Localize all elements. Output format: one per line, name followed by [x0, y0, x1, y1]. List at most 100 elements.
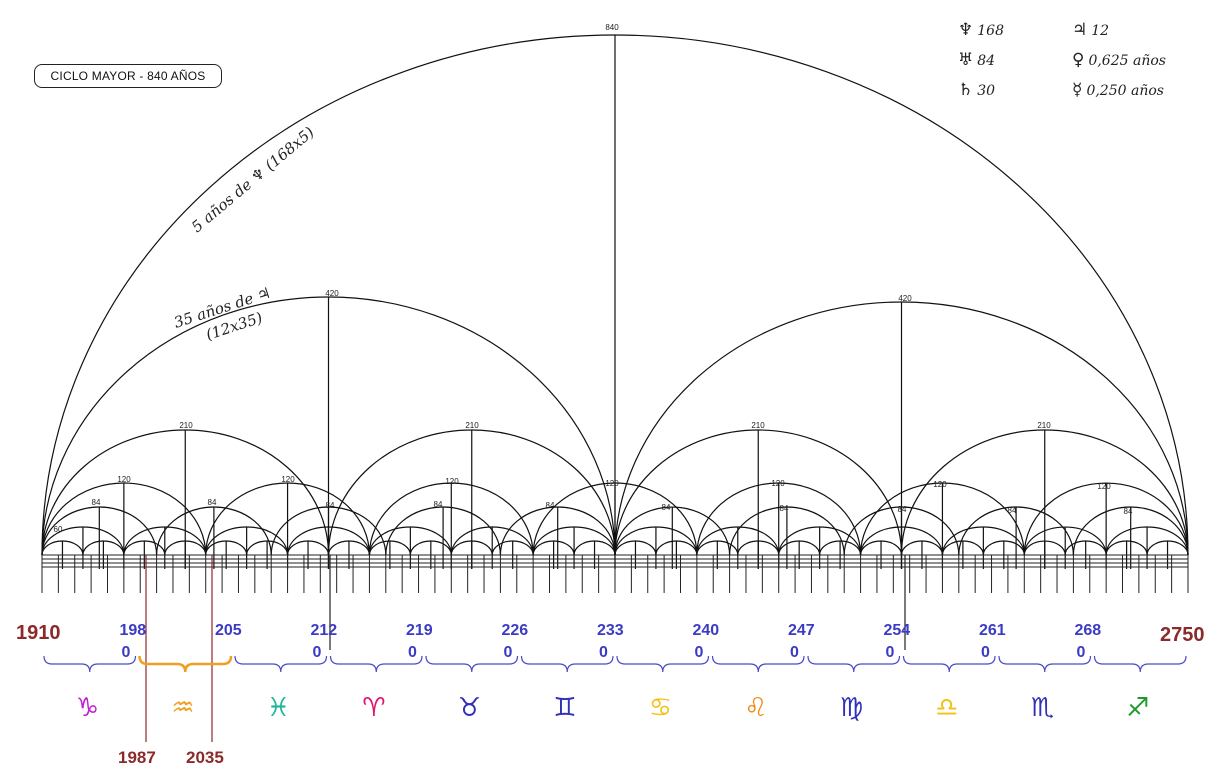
year-tick-bottom: 0 [790, 644, 799, 661]
sign-brace-10 [998, 655, 1092, 673]
label-84-g: 84 [780, 504, 789, 513]
label-210-a: 210 [179, 421, 193, 430]
year-tick-bottom: 0 [694, 644, 704, 661]
zodiac-sign-icon: ♍ [839, 693, 864, 723]
sign-brace-6 [616, 655, 710, 673]
sign-brace-1 [138, 655, 233, 673]
tick-ruler [41, 554, 1189, 742]
label-210-c: 210 [751, 421, 765, 430]
arc-30-20 [859, 540, 903, 556]
highlight-year-2035: 2035 [186, 748, 224, 767]
year-end: 2750 [1160, 624, 1205, 646]
zodiac-sign-icon: ♋ [648, 693, 673, 723]
mercury-icon: ☿ [1072, 80, 1083, 100]
legend-mercury: ☿0,250 años [1072, 80, 1164, 100]
label-210-b: 210 [465, 421, 479, 430]
label-120-c: 120 [445, 477, 459, 486]
year-tick-bottom: 0 [599, 644, 608, 661]
arc-30-23 [982, 540, 1025, 556]
zodiac-sign-icon: ♎ [935, 693, 959, 723]
arc-30-18 [778, 540, 821, 556]
year-tick-top: 268 [1074, 622, 1102, 639]
arc-30-27 [1146, 540, 1189, 556]
year-tick-bottom: 0 [408, 644, 417, 661]
arc-30-6 [286, 540, 330, 556]
year-tick-top: 205 [215, 622, 242, 639]
label-84-i: 84 [1008, 506, 1017, 515]
zodiac-sign-icon: ♌ [744, 693, 768, 723]
label-120-a: 120 [117, 475, 131, 484]
year-tick-top: 233 [597, 622, 624, 639]
outer-arc-label: 5 años de ♆ (168x5) [188, 123, 318, 236]
zodiac-sign-icon: ♑ [75, 693, 100, 723]
year-tick-top: 254 [883, 622, 911, 639]
label-420-left: 420 [325, 289, 339, 298]
arcs-layer [41, 34, 1189, 569]
sign-brace-7 [711, 655, 805, 673]
arc-30-4 [205, 540, 248, 556]
label-84-e: 84 [546, 501, 555, 510]
sign-brace-8 [807, 655, 901, 673]
year-tick-top: 226 [501, 622, 529, 639]
zodiac-sign-icon: ♓ [266, 693, 291, 723]
sign-brace-9 [902, 655, 996, 673]
year-tick-bottom: 0 [1076, 644, 1086, 661]
arc-30-9 [409, 540, 452, 556]
arc-30-25 [1064, 540, 1107, 556]
arc-30-14 [614, 540, 657, 556]
sign-brace-5 [520, 655, 614, 673]
zodiac-sign-icon: ♉ [457, 693, 482, 723]
label-120-d: 120 [605, 479, 619, 488]
legend-venus: ♀0,625 años [1072, 50, 1166, 70]
arc-30-26 [1105, 540, 1148, 556]
year-tick-top: 219 [406, 622, 433, 639]
year-tick-top: 261 [979, 622, 1006, 639]
label-420-right: 420 [898, 294, 912, 303]
arc-30-11 [491, 540, 534, 556]
sign-brace-0 [43, 655, 137, 673]
uranus-icon: ♅ [958, 50, 974, 70]
sign-braces [43, 655, 1187, 673]
year-tick-bottom: 0 [312, 644, 322, 661]
label-84-a: 84 [92, 498, 101, 507]
neptune-icon: ♆ [958, 20, 974, 40]
year-tick-bottom: 0 [121, 644, 131, 661]
year-tick-top: 240 [692, 622, 720, 639]
year-tick-top: 212 [310, 622, 338, 639]
legend-saturn: ♄30 [958, 80, 996, 100]
sign-brace-11 [1093, 655, 1187, 673]
label-120-f: 120 [933, 480, 947, 489]
highlight-year-1987: 1987 [118, 748, 156, 767]
legend-neptune: ♆168 [958, 20, 1004, 40]
jupiter-icon: ♃ [1072, 20, 1088, 40]
zodiac-sign-icon: ♒ [171, 693, 195, 723]
year-start: 1910 [16, 622, 61, 644]
label-84-h: 84 [898, 505, 907, 514]
label-84-f: 84 [662, 503, 671, 512]
label-84-d: 84 [434, 500, 443, 509]
arc-30-16 [696, 540, 739, 556]
label-210-d: 210 [1037, 421, 1051, 430]
cycle-title-badge: CICLO MAYOR - 840 AÑOS [34, 64, 222, 88]
arc-30-21 [900, 540, 944, 556]
label-120-g: 120 [1097, 482, 1111, 491]
label-84-c: 84 [326, 501, 335, 510]
year-tick-bottom: 0 [981, 644, 990, 661]
year-tick-top: 247 [788, 622, 815, 639]
sign-brace-4 [425, 655, 519, 673]
legend-uranus: ♅84 [958, 50, 996, 70]
zodiac-sign-icon: ♐ [1126, 693, 1150, 723]
sign-brace-2 [234, 655, 328, 673]
label-840: 840 [605, 23, 619, 32]
label-120-e: 120 [771, 479, 785, 488]
zodiac-sign-icon: ♊ [553, 693, 577, 723]
legend-jupiter: ♃12 [1072, 20, 1110, 40]
label-84-b: 84 [208, 498, 217, 507]
arc-30-13 [573, 540, 616, 556]
arc-30-2 [123, 540, 166, 556]
label-60: 60 [54, 525, 63, 534]
year-tick-top: 198 [119, 622, 147, 639]
arc-30-7 [327, 540, 371, 556]
venus-icon: ♀ [1072, 50, 1085, 70]
